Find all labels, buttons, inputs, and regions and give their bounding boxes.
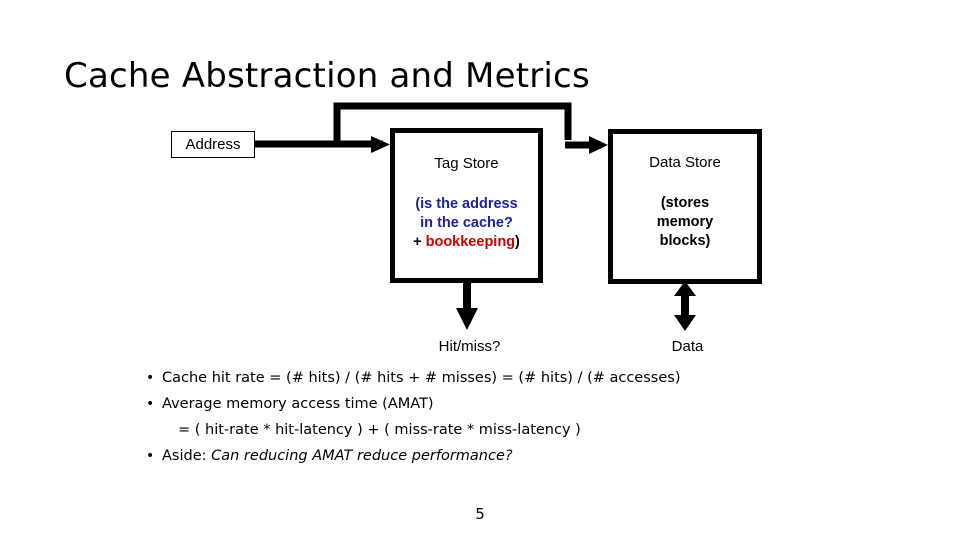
tag-store-desc-line1: (is the address [415,196,518,212]
tag-store-desc-bookkeeping: bookkeeping [425,234,516,250]
tag-store-desc-close-paren: ) [515,234,520,250]
bullet-text: Average memory access time (AMAT) [162,396,434,412]
tag-store-title: Tag Store [434,155,499,172]
bullet-item-aside: • Aside: Can reducing AMAT reduce perfor… [140,443,840,469]
address-box-label: Address [185,136,241,153]
address-box: Address [171,131,255,158]
bullet-list: • Cache hit rate = (# hits) / (# hits + … [140,365,840,469]
bullet-continuation-amat-formula: = ( hit-rate * hit-latency ) + ( miss-ra… [178,422,581,438]
tag-store-box: Tag Store (is the address in the cache? … [390,128,543,283]
data-store-desc-line3: blocks) [659,233,711,249]
hit-miss-output-label: Hit/miss? [438,338,501,355]
arrowhead-into-data-store [589,136,608,154]
tag-store-desc-line2: in the cache? [420,215,513,231]
connector-address-to-data-store-route [333,102,572,147]
bullet-text: Cache hit rate = (# hits) / (# hits + # … [162,370,681,386]
bullet-item-hit-rate: • Cache hit rate = (# hits) / (# hits + … [140,365,840,391]
bullet-text: Aside: [162,448,212,464]
arrowhead-data-up [674,281,696,296]
data-store-desc-line2: memory [656,214,714,230]
data-store-box: Data Store (stores memory blocks) [608,129,762,284]
page-number: 5 [475,505,485,523]
data-output-label: Data [671,338,704,355]
tag-store-description: (is the address in the cache? + bookkeep… [395,195,538,252]
bullet-item-amat: • Average memory access time (AMAT) [140,391,840,417]
bullet-dot-icon: • [146,448,155,464]
data-store-description: (stores memory blocks) [613,194,757,251]
arrowhead-into-tag-store [371,136,390,153]
bullet-dot-icon: • [146,370,155,386]
page-title: Cache Abstraction and Metrics [64,56,590,96]
bullet-dot-icon: • [146,396,155,412]
tag-store-desc-plus: + [413,234,426,250]
bullet-text-italic: Can reducing AMAT reduce performance? [211,448,513,464]
arrowhead-data-down [674,315,696,331]
arrowhead-hitmiss [456,308,478,330]
data-store-desc-line1: (stores [660,195,710,211]
data-store-title: Data Store [649,154,721,171]
